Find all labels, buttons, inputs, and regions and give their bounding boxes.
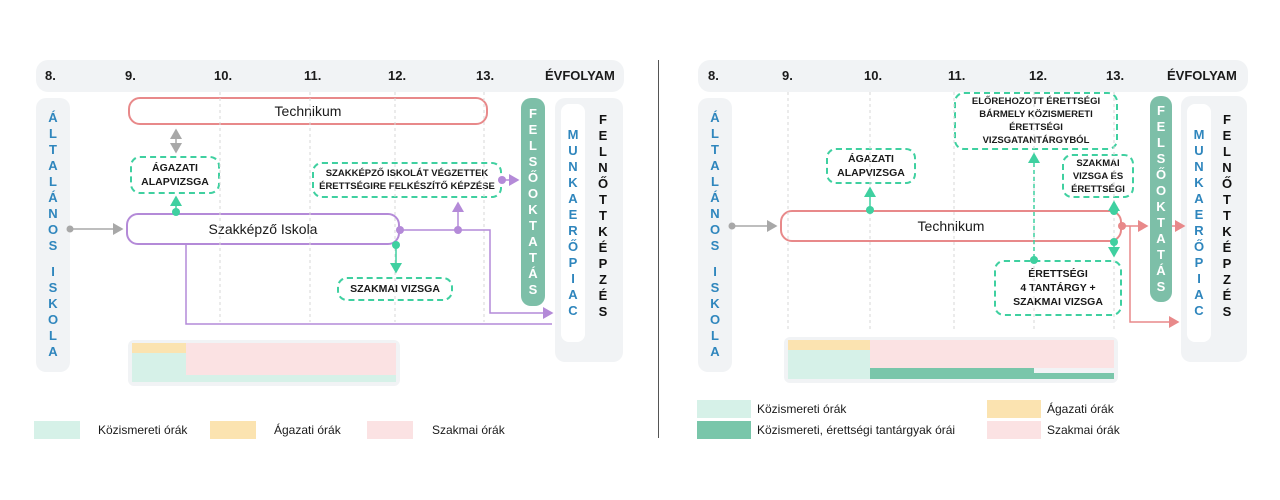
year-header-bar-left — [36, 60, 624, 92]
munkaeropiac-column-right: M U N K A E R Ő P I A C — [1187, 104, 1211, 342]
technikum-box-right: Technikum — [780, 210, 1122, 242]
line-to-munkaeropiac-2 — [185, 245, 552, 325]
legend-swatch-agazati-right — [987, 400, 1041, 418]
dot-erettsegi-4 — [1110, 238, 1118, 246]
year-gridlines-right — [787, 92, 1115, 330]
legend-swatch-kozismereti-left — [34, 421, 80, 439]
elorehozott-erettsegi-box: ELŐREHOZOTT ÉRETTSÉGI BÁRMELY KÖZISMERET… — [954, 92, 1118, 150]
year-label-11: 11. — [304, 68, 322, 83]
hours-agazati-left — [132, 343, 186, 353]
year-label-10: 10. — [214, 68, 233, 83]
erettsegi-4-tantargy-box: ÉRETTSÉGI 4 TANTÁRGY + SZAKMAI VIZSGA — [994, 260, 1122, 316]
dot-agazati-left — [172, 208, 180, 216]
legend-swatch-kozismereti-right — [697, 400, 751, 418]
technikum-box-left: Technikum — [128, 97, 488, 125]
year-label-10-right: 10. — [864, 68, 883, 83]
szakmai-vizsga-es-erettsegi-box: SZAKMAI VIZSGA ÉS ÉRETTSÉGI — [1062, 154, 1134, 198]
hours-szakmai-right — [870, 340, 1114, 368]
legend-swatch-szakmai-right — [987, 421, 1041, 439]
legend-swatch-agazati-left — [210, 421, 256, 439]
year-label-9-right: 9. — [782, 68, 793, 83]
legend-swatch-kozismereti-erettsegi-right — [697, 421, 751, 439]
erettsegire-felkeszito-box: SZAKKÉPZŐ ISKOLÁT VÉGZETTEK ÉRETTSÉGIRE … — [312, 162, 502, 198]
legend-label-kozismereti-erettsegi-right: Közismereti, érettségi tantárgyak órái — [757, 423, 956, 437]
year-header-bar-right — [698, 60, 1248, 92]
hours-agazati-right — [788, 340, 870, 350]
year-label-8-right: 8. — [708, 68, 719, 83]
hours-kozismereti-right — [788, 350, 870, 379]
legend-label-szakmai-right: Szakmai órák — [1047, 423, 1120, 437]
year-label-13: 13. — [476, 68, 495, 83]
evfolyam-label-right: ÉVFOLYAM — [1167, 68, 1237, 83]
felsooktatas-pill-right: F E L S Ő O K T A T Á S — [1150, 96, 1172, 302]
legend-label-agazati-right: Ágazati órák — [1047, 402, 1114, 416]
hours-kozismereti-erettsegi-right-b — [1034, 373, 1114, 379]
felsooktatas-pill: F E L S Ő O K T A T Á S — [521, 98, 545, 306]
felnottkepzes-column-right: F E L N Ő T T K É P Z É S — [1221, 112, 1233, 319]
year-label-11-right: 11. — [948, 68, 966, 83]
munkaeropiac-column: M U N K A E R Ő P I A C — [561, 104, 585, 342]
felnottkepzes-column: F E L N Ő T T K É P Z É S — [597, 112, 609, 319]
agazati-alapvizsga-box-right: ÁGAZATI ALAPVIZSGA — [826, 148, 916, 184]
evfolyam-label: ÉVFOLYAM — [545, 68, 615, 83]
legend-label-kozismereti-right: Közismereti órák — [757, 402, 847, 416]
agazati-alapvizsga-box-left: ÁGAZATI ALAPVIZSGA — [130, 156, 220, 194]
dot-szakmai-es-erettsegi — [1110, 207, 1118, 215]
dot-agazati-right — [866, 206, 874, 214]
panel-divider — [658, 60, 659, 438]
dot-szakmai-left — [392, 241, 400, 249]
dot-elorehozott — [1030, 256, 1038, 264]
legend-label-szakmai-left: Szakmai órák — [432, 423, 505, 437]
altalanos-iskola-panel: Á L T A L Á N O S I S K O L A — [36, 98, 70, 372]
legend-swatch-szakmai-left — [367, 421, 413, 439]
year-label-9: 9. — [125, 68, 136, 83]
legend-label-kozismereti-left: Közismereti órák — [98, 423, 188, 437]
year-label-12: 12. — [388, 68, 407, 83]
arrow-to-munkaeropiac-1 — [458, 229, 554, 319]
year-label-13-right: 13. — [1106, 68, 1125, 83]
arrow-to-munkaeropiac-right — [1129, 226, 1180, 328]
hours-szakmai-left — [186, 343, 396, 375]
hours-kozismereti-left-b — [186, 375, 396, 382]
year-label-12-right: 12. — [1029, 68, 1048, 83]
hours-kozismereti-left-a — [132, 353, 186, 382]
year-label-8: 8. — [45, 68, 56, 83]
arrow-to-erettsegire — [400, 201, 464, 231]
hours-kozismereti-erettsegi-right-a — [870, 368, 1034, 379]
legend-label-agazati-left: Ágazati órák — [274, 423, 341, 437]
year-gridlines-left — [219, 92, 485, 322]
altalanos-iskola-panel-right: Á L T A L Á N O S I S K O L A — [698, 98, 732, 372]
